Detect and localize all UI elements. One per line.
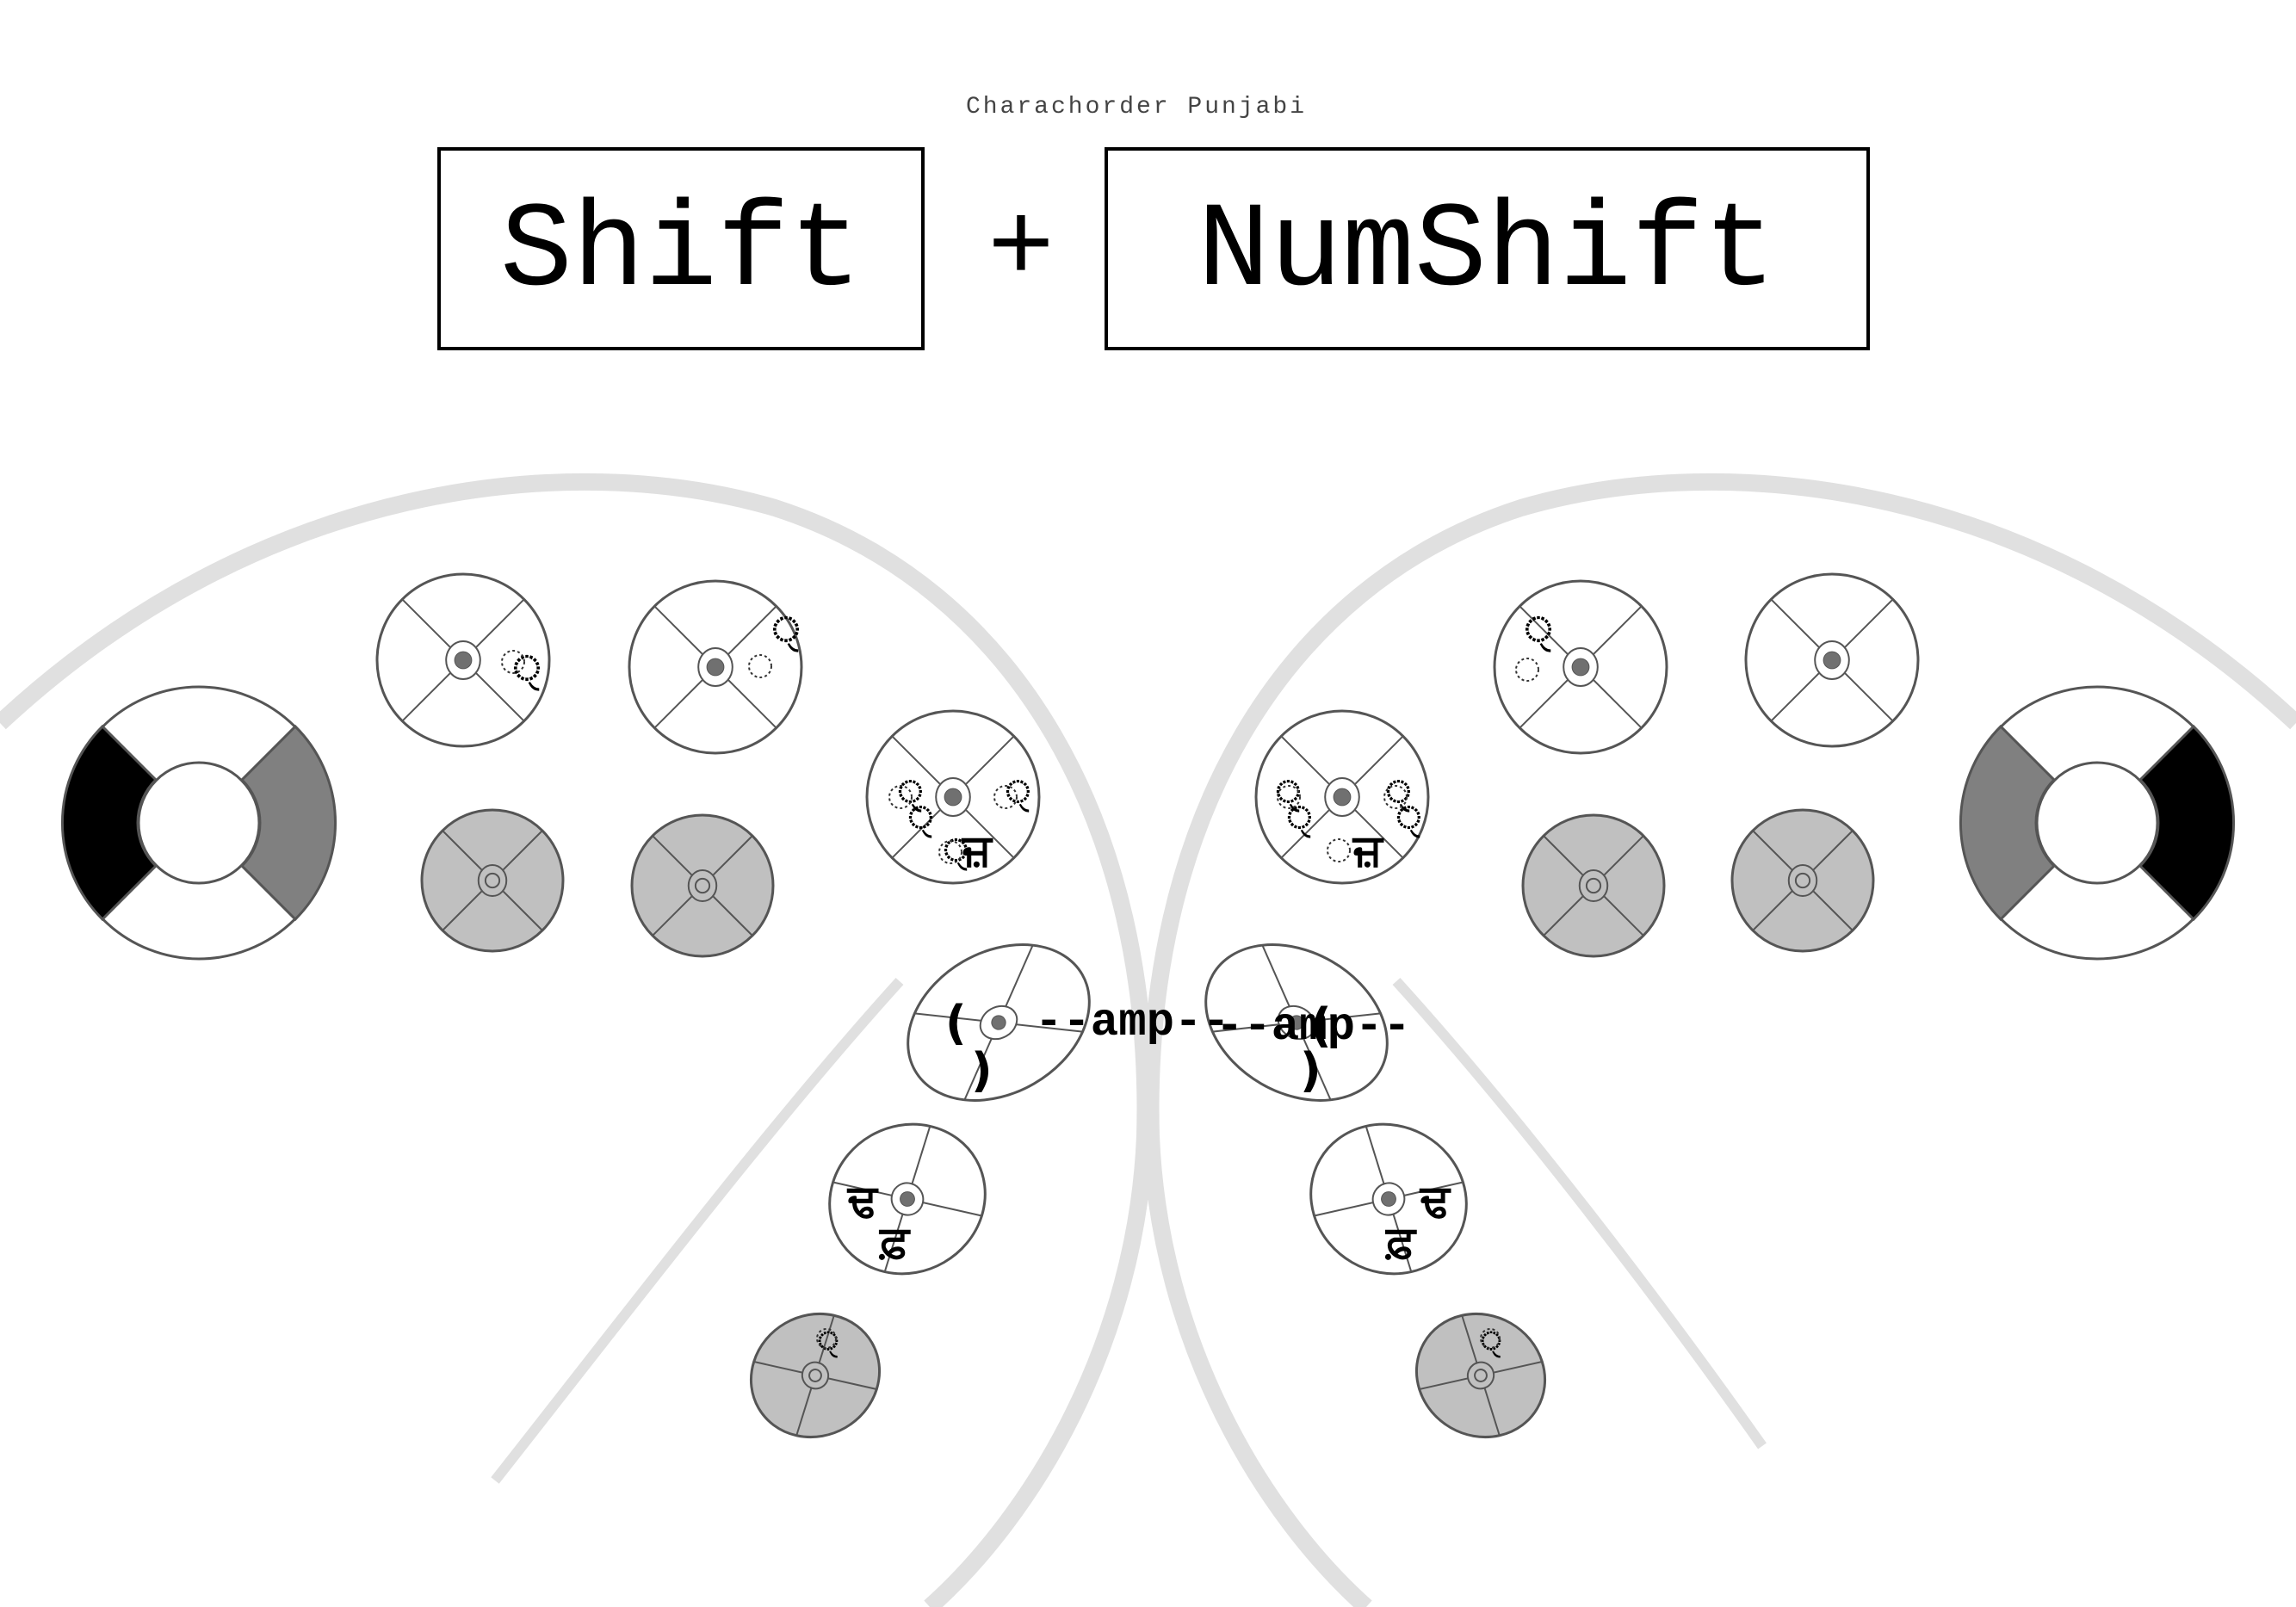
left-thumb2-glyph-2: ਫ਼ — [878, 1216, 911, 1268]
left-key-top-2 — [628, 579, 803, 755]
right-thumb2-glyph-1: ਢ — [1419, 1175, 1451, 1227]
right-thumb1-glyph-2: ) — [1300, 1043, 1321, 1097]
right-key-thumb-1 — [1204, 943, 1389, 1102]
subtitle: Charachorder Punjabi — [966, 94, 1307, 121]
palm-wheel-right — [1959, 685, 2236, 961]
numshift-key-box — [1105, 147, 1870, 350]
key-switches — [375, 572, 1920, 1439]
shift-key-label: Shift — [500, 184, 862, 321]
left-key-index — [865, 709, 1041, 885]
left-thumb-arc — [491, 977, 904, 1484]
left-thumb1-glyph-2: ) — [971, 1043, 993, 1097]
left-thumb1-label: --amp-- — [1035, 997, 1230, 1049]
right-thumb-arc — [1392, 977, 1767, 1449]
left-key-thumb-1 — [907, 943, 1091, 1102]
right-top1-glyph-1: ੑ — [1525, 610, 1552, 652]
guide-arcs — [0, 473, 2296, 1607]
left-key-top-1 — [375, 572, 551, 748]
right-thumb2-glyph-2: ਫ਼ — [1384, 1216, 1417, 1268]
palm-wheel-left — [60, 685, 337, 961]
right-key-top-1 — [1493, 579, 1668, 755]
left-key-thumb-2 — [828, 1122, 987, 1276]
right-key-index — [1254, 709, 1430, 885]
left-thumb1-glyph-1: ( — [945, 996, 967, 1050]
right-key-lower-1 — [1521, 813, 1666, 958]
right-index-glyph-3: ੑ — [1287, 800, 1312, 838]
left-thumb3-glyph: ੑ — [818, 1326, 839, 1358]
right-index-glyph-5: ੑ — [1396, 800, 1421, 838]
left-index-glyph-1: ੑ — [898, 775, 923, 813]
left-hand-outline-arc — [0, 473, 1154, 1607]
right-key-top-2 — [1744, 572, 1920, 748]
right-thumb1-glyph-1: ( — [1310, 998, 1332, 1053]
left-key-lower-2 — [630, 813, 775, 958]
left-thumb2-glyph-1: ਢ — [846, 1175, 879, 1227]
right-hand-outline-arc — [1142, 473, 2296, 1607]
header: Charachorder Punjabi Shift + NumShift — [437, 94, 1870, 350]
right-index-glyph-1: ੑ — [1276, 775, 1301, 813]
right-key-thumb-2 — [1309, 1122, 1468, 1276]
right-index-glyph-2: ੑ — [1386, 775, 1411, 813]
right-index-glyph-4: ਜ਼ — [1352, 825, 1384, 876]
shift-key-box — [437, 147, 925, 350]
right-key-lower-2 — [1730, 808, 1875, 953]
left-index-glyph-4: ਜ਼ — [961, 825, 993, 876]
left-key-thumb-3 — [749, 1312, 882, 1439]
left-key-lower-1 — [420, 808, 565, 953]
key-glyphs: ੑ ੑ ੑ ੑ ੑ ਜ਼ ੑ ( ) --amp-- ਢ ਫ਼ ੑ ੑ ੑ ੑ … — [513, 610, 1552, 1358]
right-key-thumb-3 — [1414, 1312, 1547, 1439]
plus-sign: + — [987, 188, 1055, 314]
left-index-glyph-3: ੑ — [908, 800, 933, 838]
left-index-glyph-5: ੑ — [944, 833, 969, 871]
dotted-markers — [501, 650, 1539, 1349]
left-top1-glyph: ੑ — [513, 649, 541, 691]
left-top2-glyph-1: ੑ — [772, 610, 800, 652]
right-thumb1-label: --amp-- — [1216, 1001, 1411, 1054]
numshift-key-label: NumShift — [1198, 184, 1776, 321]
left-index-glyph-2: ੑ — [1006, 775, 1030, 813]
